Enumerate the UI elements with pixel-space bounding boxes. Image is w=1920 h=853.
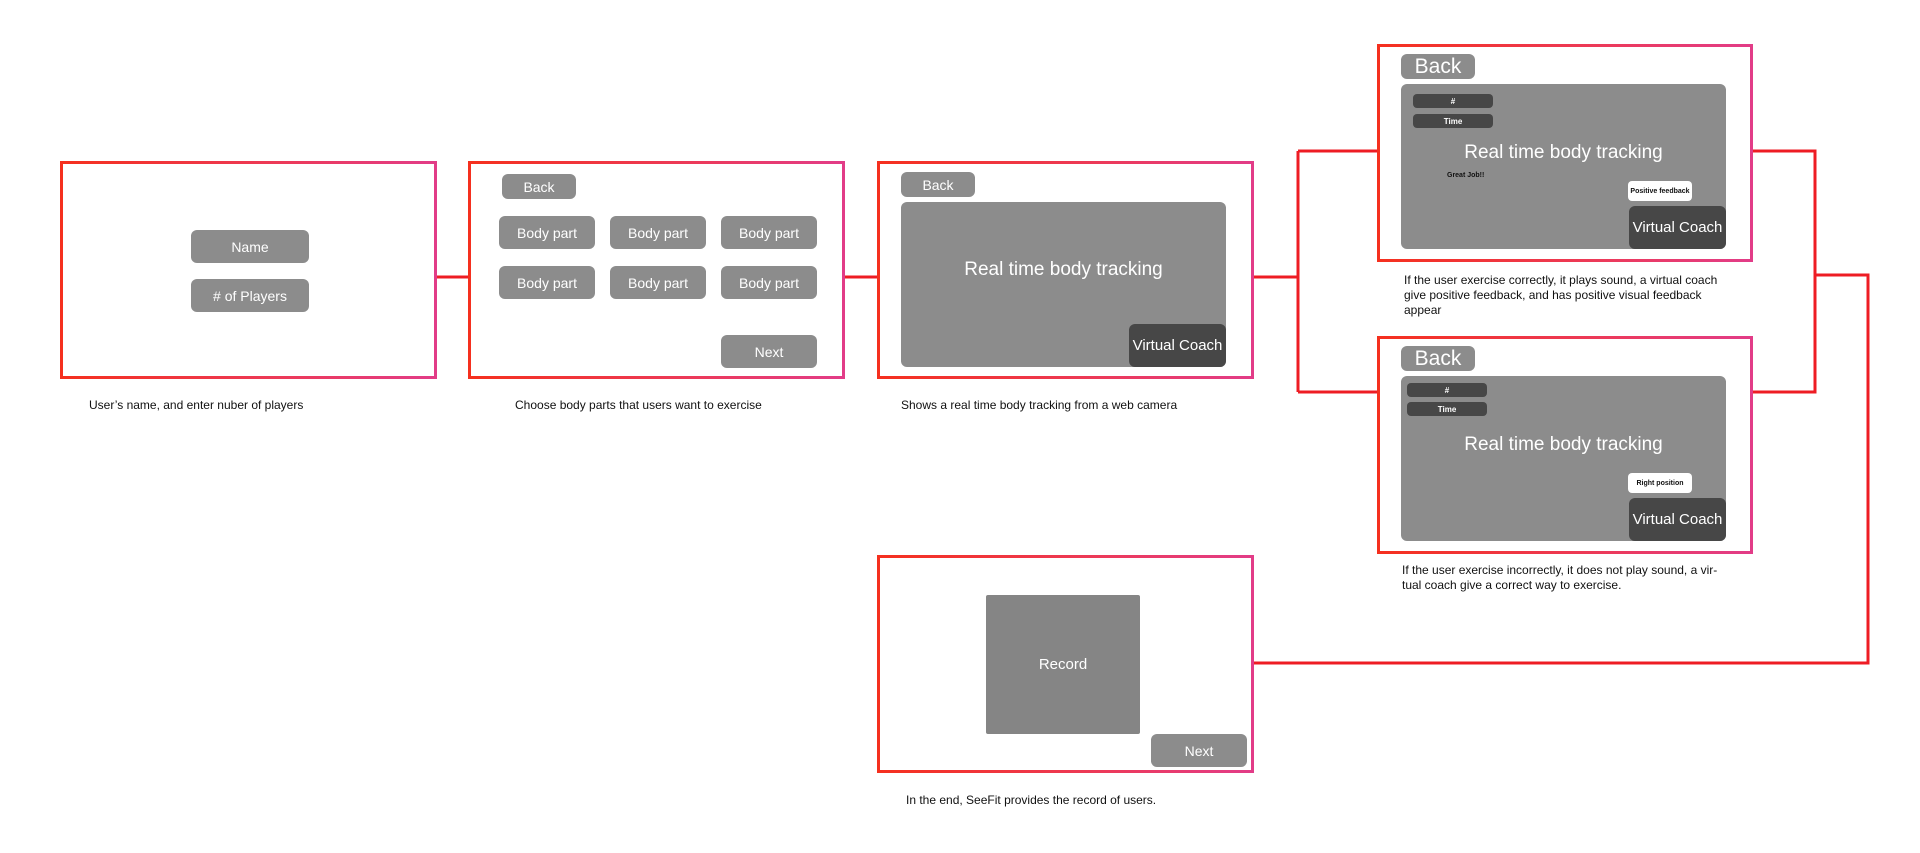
next-button[interactable]: Next bbox=[1151, 734, 1247, 767]
virtual-coach[interactable]: Virtual Coach bbox=[1129, 324, 1226, 367]
body-part-button[interactable]: Body part bbox=[610, 216, 706, 249]
screen-correction-feedback: Back # Time Real time body tracking Righ… bbox=[1377, 336, 1753, 554]
back-button[interactable]: Back bbox=[1401, 346, 1475, 371]
tracking-view: Real time body tracking Virtual Coach bbox=[901, 202, 1226, 367]
tracking-title: Real time body tracking bbox=[1464, 142, 1663, 163]
caption-body-part-select: Choose body parts that users want to exe… bbox=[515, 398, 762, 412]
screen-body-tracking: Back Real time body tracking Virtual Coa… bbox=[877, 161, 1254, 379]
time-pill: Time bbox=[1413, 114, 1493, 128]
great-job-text: Great Job!! bbox=[1447, 172, 1485, 179]
caption-record: In the end, SeeFit provides the record o… bbox=[906, 793, 1157, 807]
back-button[interactable]: Back bbox=[901, 172, 975, 197]
count-pill: # bbox=[1407, 383, 1487, 397]
caption-positive-feedback: If the user exercise correctly, it plays… bbox=[1404, 273, 1718, 317]
connector-to-record bbox=[1253, 273, 1870, 665]
screen-player-setup: Name # of Players bbox=[60, 161, 437, 379]
body-part-button[interactable]: Body part bbox=[499, 266, 595, 299]
back-button[interactable]: Back bbox=[502, 174, 576, 199]
virtual-coach[interactable]: Virtual Coach bbox=[1629, 498, 1726, 541]
body-part-button[interactable]: Body part bbox=[721, 216, 817, 249]
connector-branch-merge bbox=[1751, 149, 1817, 394]
tracking-title: Real time body tracking bbox=[1464, 434, 1663, 455]
back-button[interactable]: Back bbox=[1401, 54, 1475, 79]
connector-3-branch bbox=[1253, 149, 1379, 394]
tracking-view: # Time Real time body tracking Great Job… bbox=[1401, 84, 1726, 249]
caption-body-tracking: Shows a real time body tracking from a w… bbox=[901, 398, 1178, 412]
caption-player-setup: User’s name, and enter nuber of players bbox=[89, 398, 304, 412]
next-button[interactable]: Next bbox=[721, 335, 817, 368]
name-button[interactable]: Name bbox=[191, 230, 309, 263]
tracking-view: # Time Real time body tracking Right pos… bbox=[1401, 376, 1726, 541]
screen-record: Record Next bbox=[877, 555, 1254, 773]
count-pill: # bbox=[1413, 94, 1493, 108]
time-pill: Time bbox=[1407, 402, 1487, 416]
screen-body-part-select: Back Body part Body part Body part Body … bbox=[468, 161, 845, 379]
record-panel[interactable]: Record bbox=[986, 595, 1140, 734]
positive-feedback-chip: Positive feedback bbox=[1628, 181, 1692, 201]
body-part-button[interactable]: Body part bbox=[499, 216, 595, 249]
caption-correction-feedback: If the user exercise incorrectly, it doe… bbox=[1402, 563, 1718, 592]
tracking-title: Real time body tracking bbox=[964, 259, 1163, 280]
body-part-button[interactable]: Body part bbox=[610, 266, 706, 299]
screen-positive-feedback: Back # Time Real time body tracking Grea… bbox=[1377, 44, 1753, 262]
virtual-coach[interactable]: Virtual Coach bbox=[1629, 206, 1726, 249]
body-part-button[interactable]: Body part bbox=[721, 266, 817, 299]
players-button[interactable]: # of Players bbox=[191, 279, 309, 312]
right-position-chip: Right position bbox=[1628, 473, 1692, 493]
